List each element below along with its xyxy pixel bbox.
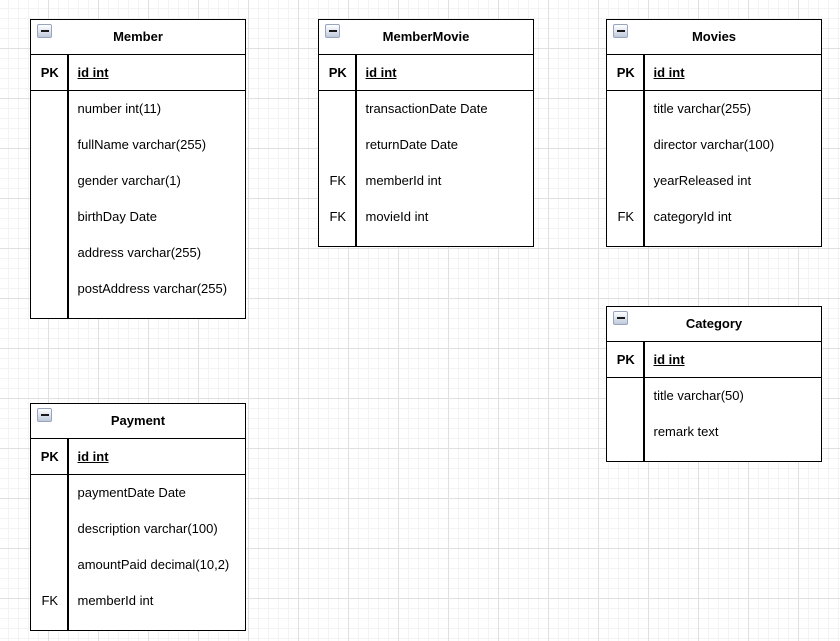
field-name: birthDay Date — [77, 209, 157, 224]
table-header[interactable]: Member — [31, 20, 245, 55]
table-body: PK id int title varchar(255) director va… — [607, 54, 821, 246]
field-name: paymentDate Date — [77, 485, 186, 500]
primary-key-row[interactable]: PK id int — [607, 55, 821, 91]
field-name: gender varchar(1) — [77, 173, 181, 188]
field-name: postAddress varchar(255) — [77, 281, 228, 296]
entity-table-member[interactable]: Member PK id int number int(11) fullName… — [30, 19, 246, 319]
field-name: address varchar(255) — [77, 245, 202, 260]
table-body: PK id int paymentDate Date description v… — [31, 438, 245, 630]
attribute-row[interactable]: fullName varchar(255) — [31, 127, 245, 163]
pk-field-name: id int — [653, 64, 685, 80]
minus-glyph — [40, 30, 49, 32]
attribute-row[interactable]: director varchar(100) — [607, 127, 821, 163]
pk-field-name: id int — [77, 64, 109, 80]
pk-field-name: id int — [653, 351, 685, 367]
field-name: remark text — [653, 424, 719, 439]
fk-badge: FK — [41, 593, 59, 608]
table-body: PK id int title varchar(50) remark text — [607, 341, 821, 461]
attribute-row[interactable]: FK memberId int — [319, 163, 533, 199]
collapse-icon[interactable] — [37, 24, 52, 38]
attribute-row[interactable]: description varchar(100) — [31, 511, 245, 547]
attribute-row[interactable]: remark text — [607, 414, 821, 450]
pk-badge: PK — [40, 448, 59, 464]
attribute-row[interactable]: address varchar(255) — [31, 235, 245, 271]
table-title: MemberMovie — [382, 29, 470, 45]
attribute-row[interactable]: FK movieId int — [319, 199, 533, 235]
field-name: movieId int — [365, 209, 429, 224]
table-header[interactable]: Payment — [31, 404, 245, 439]
attribute-row[interactable]: FK memberId int — [31, 583, 245, 619]
field-name: returnDate Date — [365, 137, 459, 152]
field-name: director varchar(100) — [653, 137, 775, 152]
fk-badge: FK — [329, 173, 347, 188]
primary-key-row[interactable]: PK id int — [607, 342, 821, 378]
collapse-icon[interactable] — [37, 408, 52, 422]
field-name: transactionDate Date — [365, 101, 488, 116]
attribute-row[interactable]: gender varchar(1) — [31, 163, 245, 199]
field-name: categoryId int — [653, 209, 732, 224]
field-name: yearReleased int — [653, 173, 752, 188]
attribute-row[interactable]: FK categoryId int — [607, 199, 821, 235]
minus-glyph — [328, 30, 337, 32]
primary-key-row[interactable]: PK id int — [31, 55, 245, 91]
entity-table-movies[interactable]: Movies PK id int title varchar(255) dire… — [606, 19, 822, 247]
table-title: Member — [113, 29, 163, 45]
entity-table-category[interactable]: Category PK id int title varchar(50) rem… — [606, 306, 822, 462]
table-body: PK id int number int(11) fullName varcha… — [31, 54, 245, 318]
minus-glyph — [40, 414, 49, 416]
pk-field-name: id int — [77, 448, 109, 464]
attribute-row[interactable]: transactionDate Date — [319, 91, 533, 127]
fk-badge: FK — [617, 209, 635, 224]
field-name: title varchar(50) — [653, 388, 744, 403]
attribute-row[interactable]: birthDay Date — [31, 199, 245, 235]
attribute-row[interactable]: postAddress varchar(255) — [31, 271, 245, 307]
minus-glyph — [616, 30, 625, 32]
attribute-row[interactable]: number int(11) — [31, 91, 245, 127]
attribute-row[interactable]: paymentDate Date — [31, 475, 245, 511]
field-name: memberId int — [365, 173, 442, 188]
field-name: title varchar(255) — [653, 101, 752, 116]
collapse-icon[interactable] — [613, 24, 628, 38]
field-name: description varchar(100) — [77, 521, 218, 536]
field-name: memberId int — [77, 593, 154, 608]
attribute-row[interactable]: yearReleased int — [607, 163, 821, 199]
pk-badge: PK — [328, 64, 347, 80]
table-header[interactable]: Category — [607, 307, 821, 342]
table-body: PK id int transactionDate Date returnDat… — [319, 54, 533, 246]
primary-key-row[interactable]: PK id int — [319, 55, 533, 91]
pk-badge: PK — [616, 64, 635, 80]
table-title: Movies — [691, 29, 737, 45]
attribute-row[interactable]: title varchar(255) — [607, 91, 821, 127]
table-header[interactable]: MemberMovie — [319, 20, 533, 55]
fk-badge: FK — [329, 209, 347, 224]
field-name: amountPaid decimal(10,2) — [77, 557, 230, 572]
primary-key-row[interactable]: PK id int — [31, 439, 245, 475]
pk-badge: PK — [40, 64, 59, 80]
entity-table-payment[interactable]: Payment PK id int paymentDate Date descr… — [30, 403, 246, 631]
table-title: Payment — [110, 413, 166, 429]
field-name: number int(11) — [77, 101, 162, 116]
attribute-row[interactable]: returnDate Date — [319, 127, 533, 163]
attribute-row[interactable]: amountPaid decimal(10,2) — [31, 547, 245, 583]
attribute-row[interactable]: title varchar(50) — [607, 378, 821, 414]
field-name: fullName varchar(255) — [77, 137, 207, 152]
table-header[interactable]: Movies — [607, 20, 821, 55]
minus-glyph — [616, 317, 625, 319]
pk-field-name: id int — [365, 64, 397, 80]
collapse-icon[interactable] — [325, 24, 340, 38]
pk-badge: PK — [616, 351, 635, 367]
collapse-icon[interactable] — [613, 311, 628, 325]
entity-table-membermovie[interactable]: MemberMovie PK id int transactionDate Da… — [318, 19, 534, 247]
table-title: Category — [685, 316, 743, 332]
